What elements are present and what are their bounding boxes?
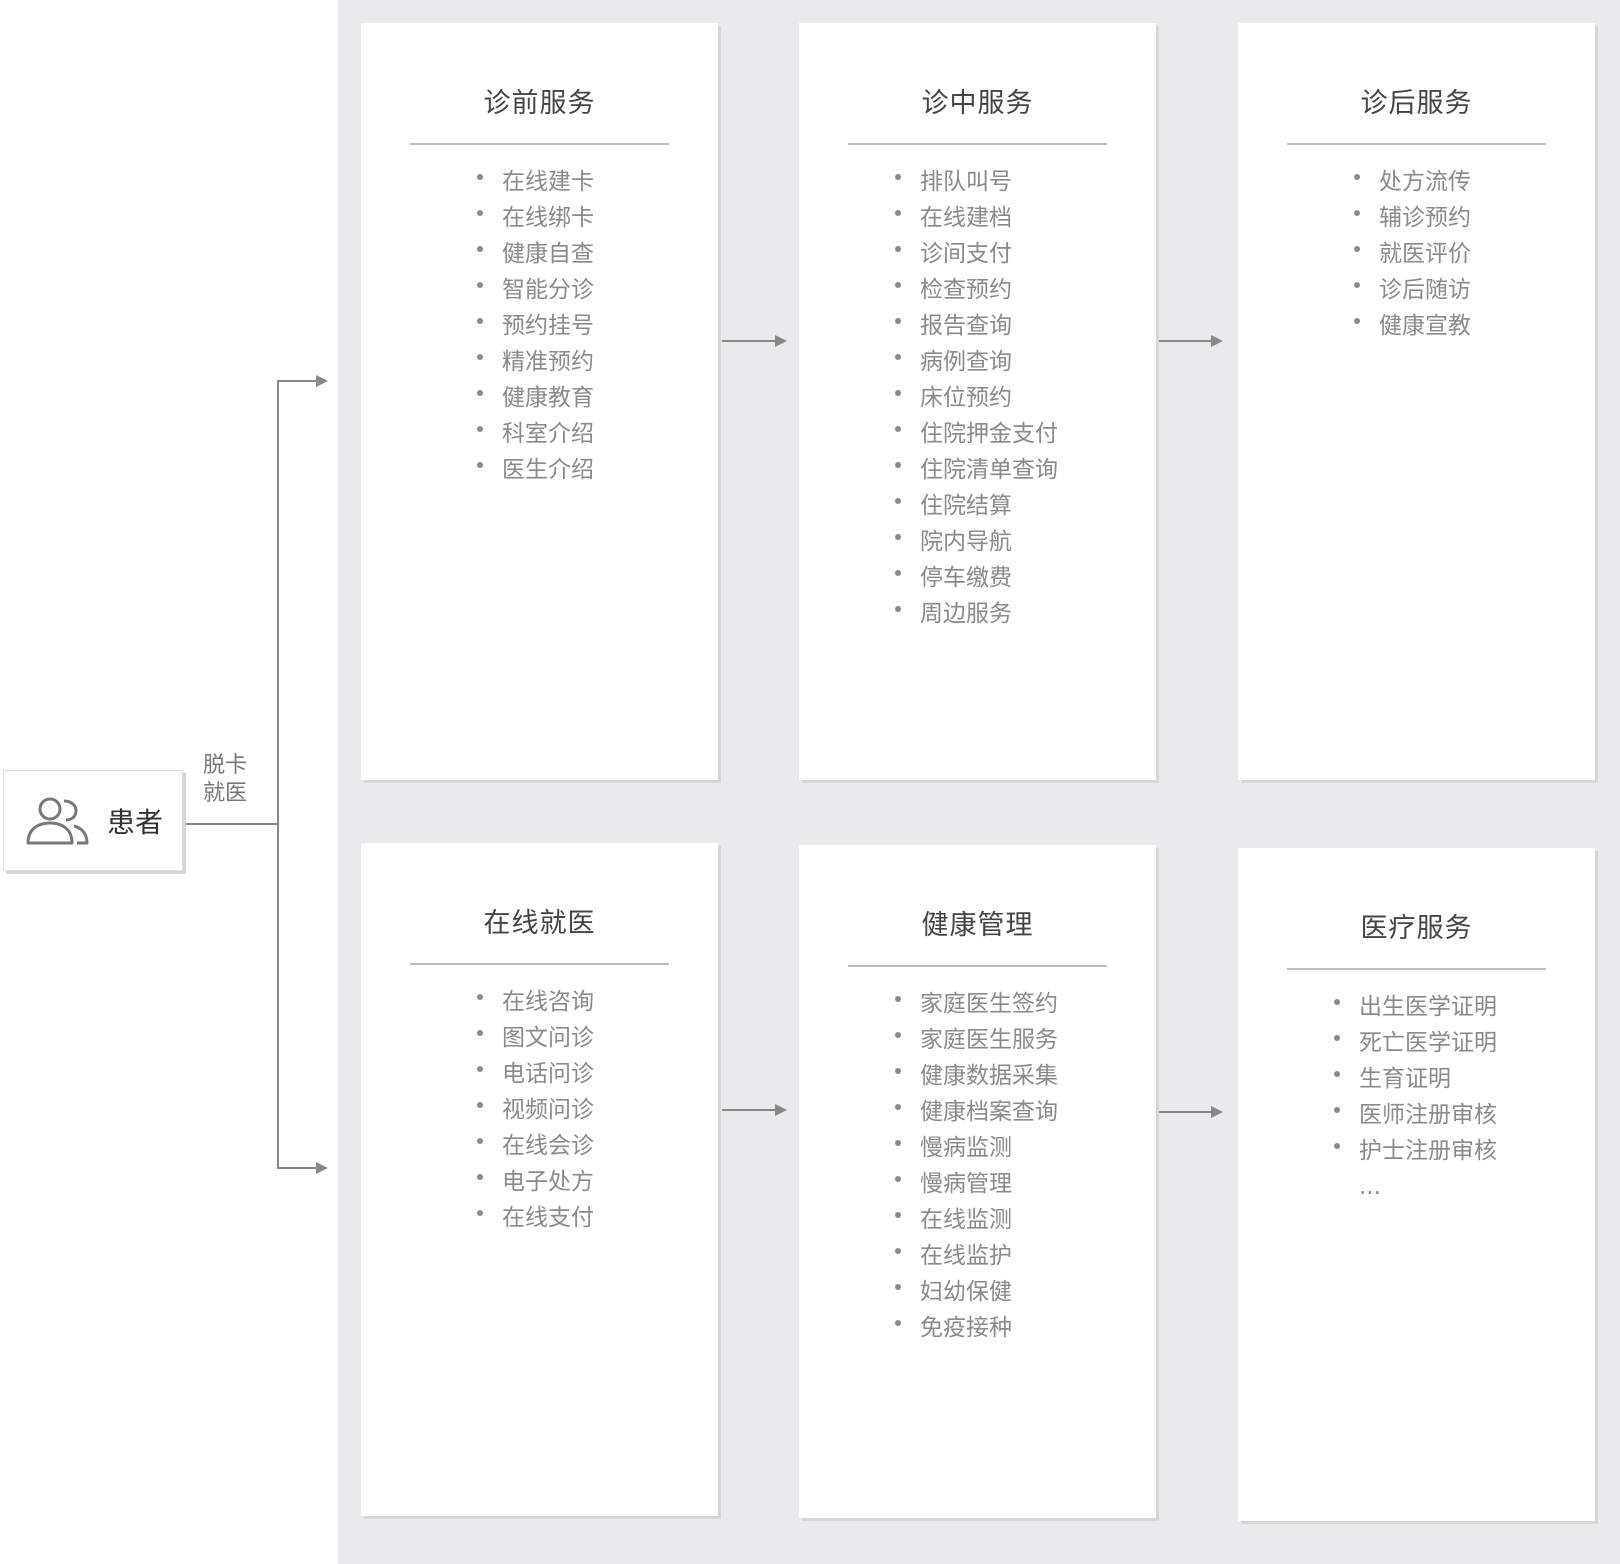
card-divider	[848, 965, 1107, 967]
list-item: 电子处方	[477, 1164, 594, 1200]
list-item: 在线监测	[895, 1202, 1058, 1238]
card-title: 诊中服务	[921, 88, 1034, 119]
list-item: 在线支付	[477, 1200, 594, 1236]
list-item: 慢病管理	[895, 1166, 1058, 1202]
patient-label: 患者	[107, 806, 164, 839]
list-item: 免疫接种	[895, 1310, 1058, 1346]
list-item: 健康宣教	[1354, 308, 1471, 344]
list-item: 医生介绍	[477, 452, 594, 488]
list-item: 出生医学证明	[1334, 989, 1497, 1025]
list-item: 精准预约	[477, 344, 594, 380]
card-item-list: 排队叫号 在线建档 诊间支付 检查预约 报告查询 病例查询 床位预约 住院押金支…	[895, 164, 1058, 632]
list-item: 健康档案查询	[895, 1094, 1058, 1130]
card-medical-services: 医疗服务 出生医学证明 死亡医学证明 生育证明 医师注册审核 护士注册审核 ..…	[1238, 848, 1595, 1521]
list-item: 住院结算	[895, 488, 1058, 524]
list-item: 在线咨询	[477, 984, 594, 1020]
list-item: 在线建卡	[477, 164, 594, 200]
card-title: 健康管理	[921, 910, 1034, 941]
list-item: 图文问诊	[477, 1020, 594, 1056]
card-divider	[410, 143, 669, 145]
list-item: 慢病监测	[895, 1130, 1058, 1166]
list-item: 医师注册审核	[1334, 1097, 1497, 1133]
list-item: 电话问诊	[477, 1056, 594, 1092]
list-item: 在线会诊	[477, 1128, 594, 1164]
list-item: 处方流传	[1354, 164, 1471, 200]
list-item: 床位预约	[895, 380, 1058, 416]
list-item: 停车缴费	[895, 560, 1058, 596]
more-indicator: ...	[1359, 1174, 1381, 1200]
list-item: 健康自查	[477, 236, 594, 272]
channel-label-line1: 脱卡	[203, 753, 248, 778]
list-item: 家庭医生服务	[895, 1022, 1058, 1058]
list-item: 就医评价	[1354, 236, 1471, 272]
list-item: 诊后随访	[1354, 272, 1471, 308]
list-item: 在线监护	[895, 1238, 1058, 1274]
list-item: 周边服务	[895, 596, 1058, 632]
card-divider	[1287, 143, 1546, 145]
list-item: 检查预约	[895, 272, 1058, 308]
card-item-list: 处方流传 辅诊预约 就医评价 诊后随访 健康宣教	[1354, 164, 1471, 344]
list-item: 诊间支付	[895, 236, 1058, 272]
list-item: 院内导航	[895, 524, 1058, 560]
patient-node: 患者	[3, 770, 183, 871]
list-item: 在线建档	[895, 200, 1058, 236]
list-item: 智能分诊	[477, 272, 594, 308]
users-icon	[26, 797, 89, 845]
list-item: 排队叫号	[895, 164, 1058, 200]
list-item: 预约挂号	[477, 308, 594, 344]
list-item: 护士注册审核	[1334, 1133, 1497, 1169]
list-item: 家庭医生签约	[895, 986, 1058, 1022]
card-divider	[848, 143, 1107, 145]
card-health-management: 健康管理 家庭医生签约 家庭医生服务 健康数据采集 健康档案查询 慢病监测 慢病…	[799, 845, 1156, 1518]
card-title: 诊前服务	[483, 88, 596, 119]
card-title: 医疗服务	[1360, 913, 1473, 944]
list-item: 报告查询	[895, 308, 1058, 344]
list-item: 死亡医学证明	[1334, 1025, 1497, 1061]
list-item: 健康教育	[477, 380, 594, 416]
list-item: 科室介绍	[477, 416, 594, 452]
card-item-list: 在线建卡 在线绑卡 健康自查 智能分诊 预约挂号 精准预约 健康教育 科室介绍 …	[477, 164, 594, 488]
list-item: 妇幼保健	[895, 1274, 1058, 1310]
list-item: 生育证明	[1334, 1061, 1497, 1097]
card-title: 诊后服务	[1360, 88, 1473, 119]
card-item-list: 家庭医生签约 家庭医生服务 健康数据采集 健康档案查询 慢病监测 慢病管理 在线…	[895, 986, 1058, 1346]
card-divider	[1287, 968, 1546, 970]
card-item-list: 在线咨询 图文问诊 电话问诊 视频问诊 在线会诊 电子处方 在线支付	[477, 984, 594, 1236]
card-divider	[410, 963, 669, 965]
card-post-visit: 诊后服务 处方流传 辅诊预约 就医评价 诊后随访 健康宣教	[1238, 23, 1595, 780]
card-pre-visit: 诊前服务 在线建卡 在线绑卡 健康自查 智能分诊 预约挂号 精准预约 健康教育 …	[361, 23, 718, 780]
card-title: 在线就医	[483, 908, 596, 939]
list-item: 视频问诊	[477, 1092, 594, 1128]
channel-label-line2: 就医	[203, 781, 248, 806]
list-item: 住院押金支付	[895, 416, 1058, 452]
card-item-list: 出生医学证明 死亡医学证明 生育证明 医师注册审核 护士注册审核 ...	[1334, 989, 1497, 1205]
list-item: 在线绑卡	[477, 200, 594, 236]
list-item: 辅诊预约	[1354, 200, 1471, 236]
list-item: 病例查询	[895, 344, 1058, 380]
card-online-consultation: 在线就医 在线咨询 图文问诊 电话问诊 视频问诊 在线会诊 电子处方 在线支付	[361, 843, 718, 1516]
list-item: 住院清单查询	[895, 452, 1058, 488]
card-in-visit: 诊中服务 排队叫号 在线建档 诊间支付 检查预约 报告查询 病例查询 床位预约 …	[799, 23, 1156, 780]
list-item: 健康数据采集	[895, 1058, 1058, 1094]
